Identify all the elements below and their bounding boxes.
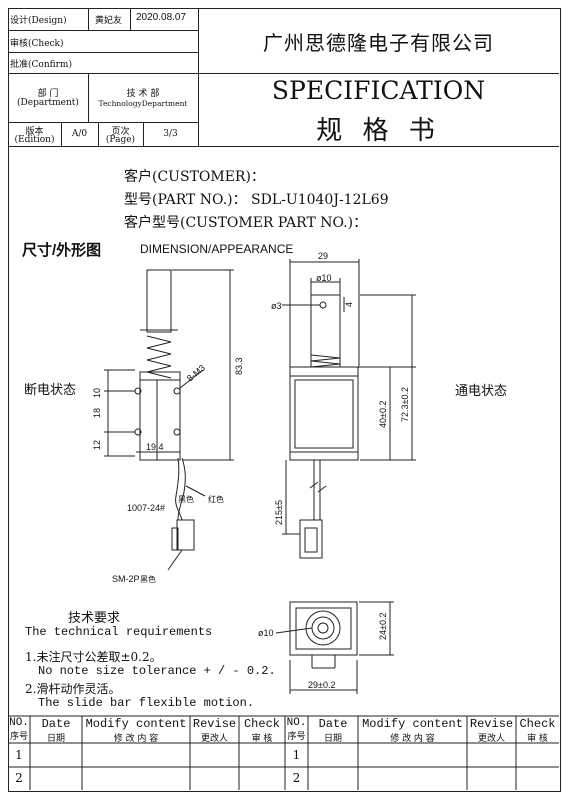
rev-header-date-en-right: Date <box>318 717 348 731</box>
page-frame <box>8 8 561 792</box>
rev-header-revise-en: Revise <box>192 717 237 731</box>
dim-8-m3: 8-M3 <box>185 363 207 384</box>
rev-header-date: Date 日期 <box>30 717 82 744</box>
page-value: 3/3 <box>163 129 178 139</box>
page-label-en: (Page) <box>105 135 136 145</box>
wire-black-label: 黑色 <box>178 494 194 504</box>
rev-header-revise-right: Revise 更改人 <box>467 717 516 744</box>
rev-header-content-right: Modify content 修 改 内 容 <box>358 717 467 744</box>
rev-header-content-en: Modify content <box>85 717 187 731</box>
rev-header-check-cn-right: 审 核 <box>527 734 548 744</box>
wire-red-label: 红色 <box>208 494 224 504</box>
company-name: 广州思德隆电子有限公司 <box>263 31 494 55</box>
rev-header-date-cn-right: 日期 <box>323 734 342 744</box>
spec-title-en: SPECIFICATION <box>271 76 486 105</box>
rev-header-no-cn: 序号 <box>9 732 28 742</box>
dim-19-4: 19.4 <box>146 442 164 452</box>
rev-header-revise-cn-right: 更改人 <box>477 734 505 744</box>
solenoid-bottom-view <box>275 601 394 694</box>
rev-row-1-no: 1 <box>15 748 23 762</box>
dim-29: 29 <box>318 251 328 261</box>
connector-color: 黑色 <box>140 574 156 584</box>
wire-code: 1007-24# <box>127 503 165 513</box>
rev-header-date-right: Date 日期 <box>308 717 358 744</box>
dim-bottom-29: 29±0.2 <box>308 680 335 690</box>
dim-10-left: 10 <box>92 388 102 398</box>
design-name: 黄妃友 <box>95 16 123 26</box>
rev-header-revise-cn: 更改人 <box>200 734 228 744</box>
requirement-1-en: No note size tolerance + / - 0.2. <box>38 664 276 678</box>
part-number-line: 型号(PART NO.)： SDL-U1040J-12L69 <box>124 192 389 208</box>
edition-value: A/0 <box>71 129 88 139</box>
edition-label-cn: 版本 <box>25 127 44 137</box>
requirement-2-cn: 2.滑杆动作灵活。 <box>25 682 121 696</box>
rev-header-check-right: Check 审 核 <box>516 717 559 744</box>
department-value-cn: 技 术 部 <box>126 89 160 99</box>
requirements-title-en: The technical requirements <box>25 625 213 639</box>
dim-215: 215±5 <box>274 500 284 525</box>
requirement-2-en: The slide bar flexible motion. <box>38 696 255 710</box>
dim-phi3: ø3 <box>271 301 282 311</box>
rev-header-date-en: Date <box>41 717 71 731</box>
rev-header-no: NO. 序号 <box>8 717 30 742</box>
spec-title-cn: 规 格 书 <box>316 116 441 146</box>
department-value-en: TechnologyDepartment <box>98 99 188 108</box>
rev-header-revise: Revise 更改人 <box>190 717 239 744</box>
requirements-title-cn: 技术要求 <box>68 611 121 626</box>
rev-header-check-cn: 审 核 <box>251 734 273 744</box>
rev-header-check-en: Check <box>243 717 280 731</box>
rev-row-2-no: 2 <box>15 771 23 785</box>
dim-83-3: 83.3 <box>234 357 244 375</box>
check-label: 审核(Check) <box>10 39 64 49</box>
dim-72-3: 72.3±0.2 <box>400 387 410 422</box>
rev-header-check-en-right: Check <box>519 717 556 731</box>
dim-24: 24±0.2 <box>378 613 388 640</box>
edition-label-en: (Edition) <box>14 135 55 145</box>
customer-part-line: 客户型号(CUSTOMER PART NO.)： <box>124 215 368 231</box>
state-off-label: 断电状态 <box>24 383 77 398</box>
page-label-cn: 页次 <box>111 127 130 137</box>
rev-header-no-cn-right: 序号 <box>287 732 306 742</box>
solenoid-front-view-on <box>282 259 416 559</box>
dim-18: 18 <box>92 408 102 418</box>
rev-header-content-en-right: Modify content <box>362 717 463 731</box>
department-label-cn: 部 门 <box>37 89 59 99</box>
requirement-1-cn: 1.未注尺寸公差取±0.2。 <box>25 650 162 664</box>
rev-header-content: Modify content 修 改 内 容 <box>82 717 190 744</box>
dim-4: 4 <box>344 302 354 307</box>
rev-header-no-en-right: NO. <box>286 717 307 729</box>
dim-bottom-phi10: ø10 <box>258 628 274 638</box>
rev-header-check: Check 审 核 <box>239 717 285 744</box>
rev-header-content-cn: 修 改 内 容 <box>113 734 159 744</box>
connector-model: SM-2P <box>112 574 140 584</box>
rev-header-content-cn-right: 修 改 内 容 <box>390 734 435 744</box>
design-date: 2020.08.07 <box>136 12 187 23</box>
department-label-en: (Department) <box>17 98 79 108</box>
dim-12: 12 <box>92 440 102 450</box>
dim-phi10: ø10 <box>316 273 332 283</box>
customer-line: 客户(CUSTOMER)： <box>124 169 265 185</box>
design-label: 设计(Design) <box>10 16 67 26</box>
rev-row-2-no-right: 2 <box>292 771 301 785</box>
rev-header-revise-en-right: Revise <box>469 717 514 731</box>
rev-header-no-en: NO. <box>9 717 29 729</box>
revision-table-grid <box>8 715 559 790</box>
approve-label: 批准(Confirm) <box>10 60 72 70</box>
dim-40: 40±0.2 <box>378 401 388 428</box>
rev-row-1-no-right: 1 <box>292 748 301 762</box>
rev-header-no-right: NO. 序号 <box>285 717 308 742</box>
section-title-cn: 尺寸/外形图 <box>22 242 102 259</box>
section-title-en: DIMENSION/APPEARANCE <box>140 242 294 256</box>
state-on-label: 通电状态 <box>455 384 508 399</box>
rev-header-date-cn: 日期 <box>46 734 65 744</box>
solenoid-side-view-off <box>104 269 234 571</box>
